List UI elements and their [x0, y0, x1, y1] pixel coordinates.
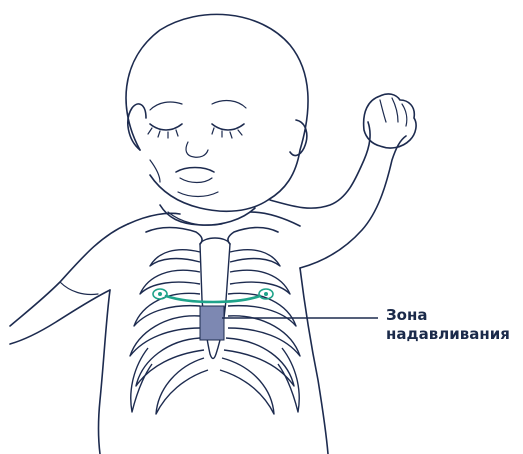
compression-zone	[200, 306, 224, 340]
infant-head	[126, 14, 308, 211]
infant-neck	[160, 205, 255, 225]
infant-raised-arm	[270, 94, 416, 268]
label-line-1: Зона	[386, 306, 510, 325]
label-line-2: надавливания	[386, 325, 510, 344]
infant-lowered-arm	[10, 224, 128, 344]
nipple-line	[166, 296, 260, 302]
compression-zone-label: Зона надавливания	[386, 306, 510, 344]
